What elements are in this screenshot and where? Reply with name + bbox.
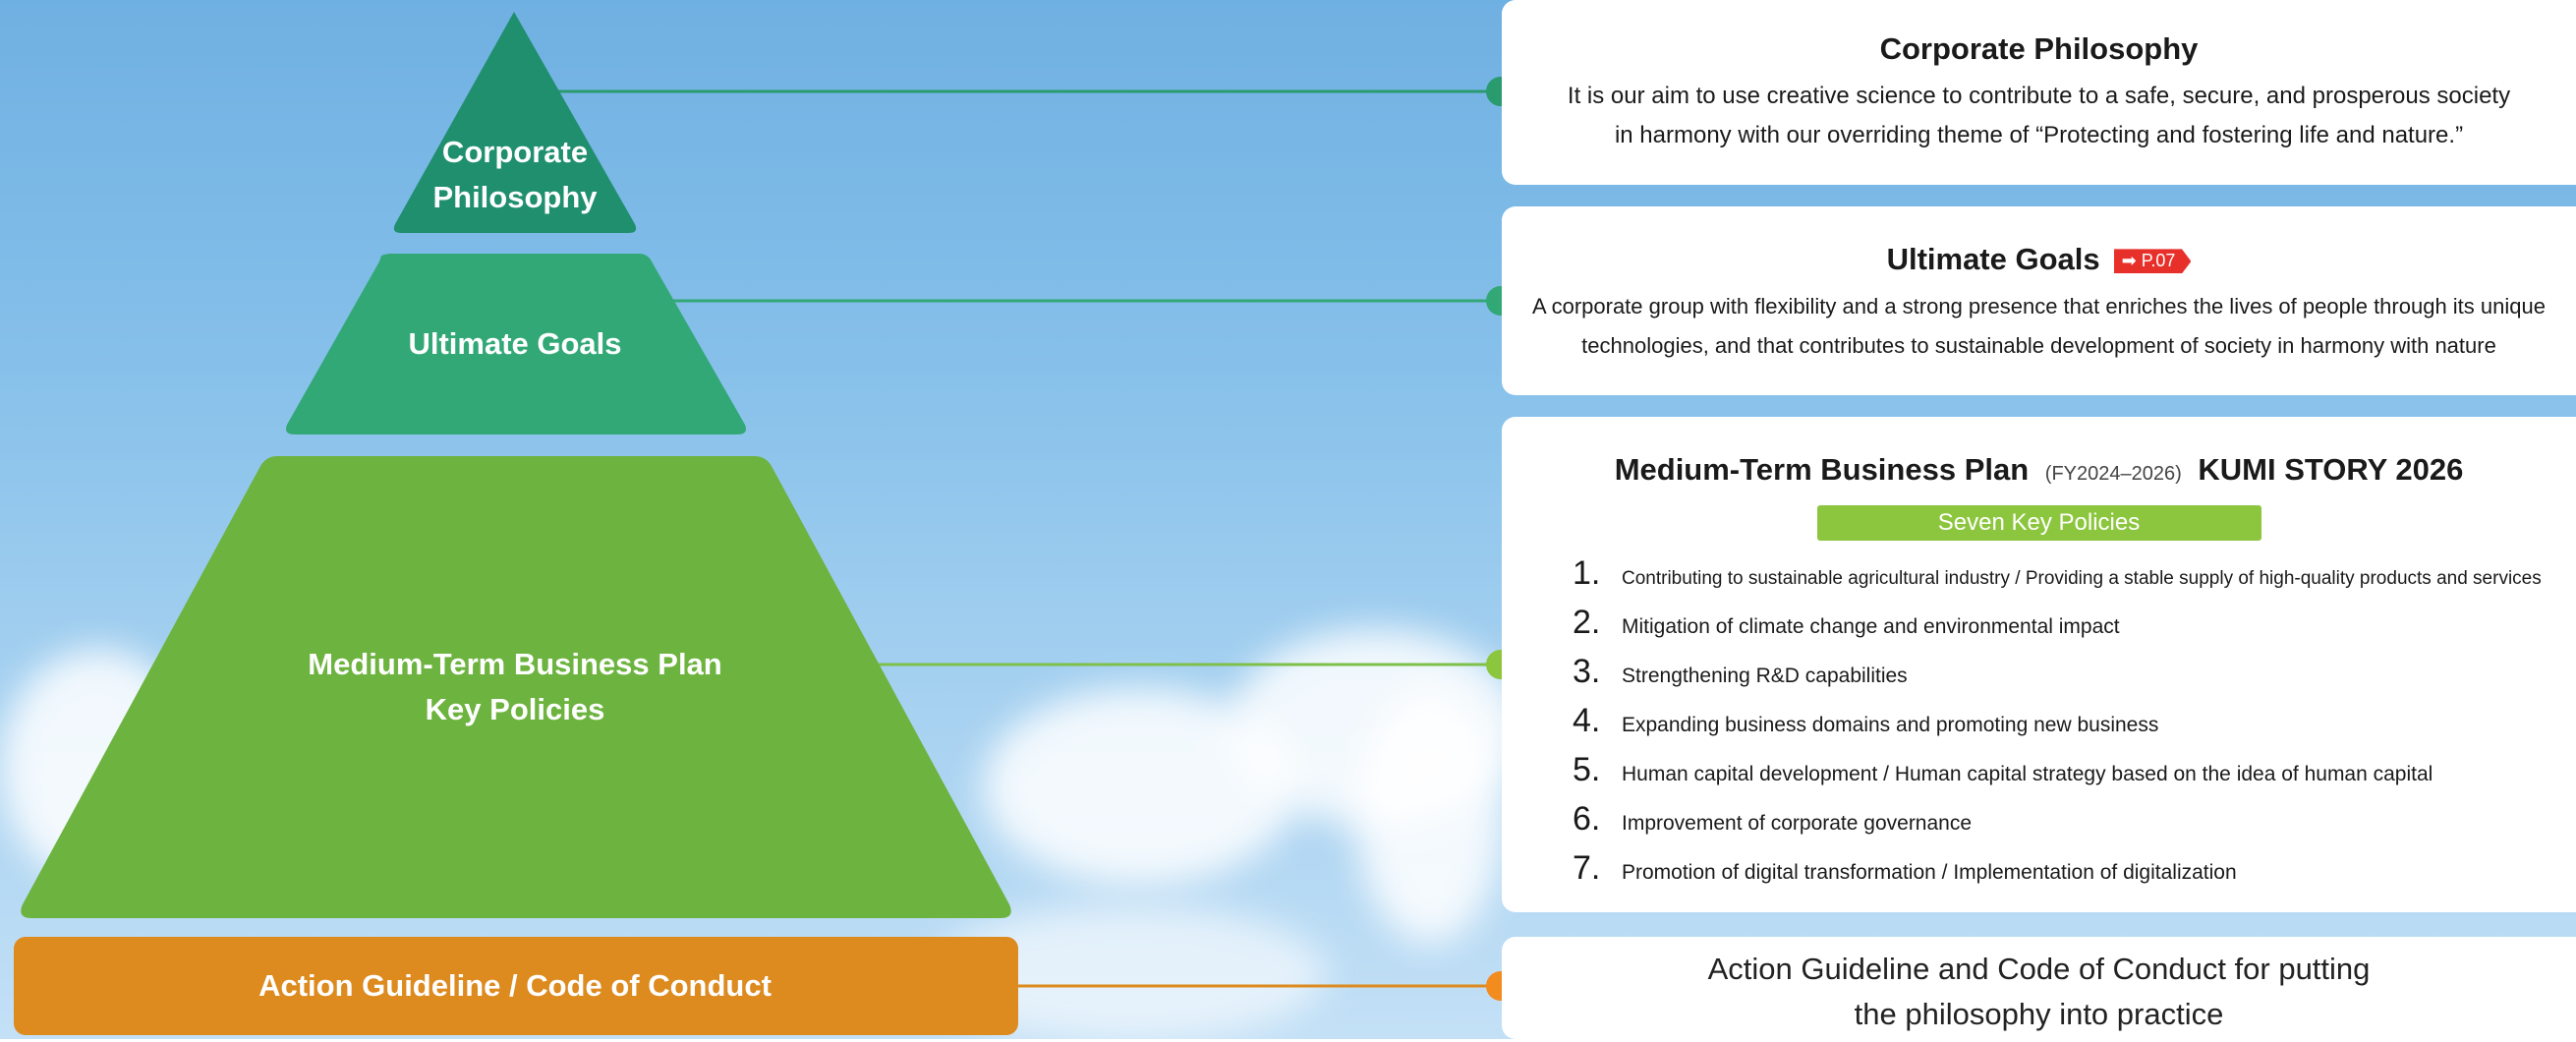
philosophy-text-line2: in harmony with our overriding theme of …	[1614, 122, 2464, 148]
policy-text: Human capital development / Human capita…	[1622, 763, 2433, 785]
policy-item: 4. Expanding business domains and promoti…	[1573, 702, 2158, 740]
pyramid-label-goals: Ultimate Goals	[408, 326, 622, 361]
policy-number: 1.	[1573, 554, 1601, 592]
policy-item: 7. Promotion of digital transformation / …	[1573, 849, 2237, 888]
pyramid-label-philosophy-line1: Corporate	[441, 135, 589, 169]
policy-number: 5.	[1573, 751, 1601, 788]
goals-text: A corporate group with flexibility and a…	[1502, 287, 2576, 366]
philosophy-text-line1: It is our aim to use creative science to…	[1567, 83, 2511, 109]
goals-text-line2: technologies, and that contributes to su…	[1581, 333, 2496, 358]
cloud	[1356, 688, 1504, 944]
plan-title: Medium-Term Business Plan	[1614, 452, 2030, 487]
pyramid-base-action	[14, 937, 1018, 1035]
page-ref-badge[interactable]: ➡ P.07	[2113, 249, 2192, 274]
plan-name: KUMI STORY 2026	[2198, 452, 2464, 487]
policy-number: 6.	[1573, 800, 1601, 838]
pyramid-label-plan: Medium-Term Business Plan Key Policies	[308, 642, 721, 732]
action-text: Action Guideline and Code of Conduct for…	[1502, 947, 2576, 1037]
philosophy-text: It is our aim to use creative science to…	[1502, 77, 2576, 155]
pyramid-layer-goals	[286, 254, 746, 434]
philosophy-title: Corporate Philosophy	[1879, 31, 2199, 66]
plan-title-row: Medium-Term Business Plan (FY2024–2026) …	[1502, 452, 2576, 488]
policy-number: 7.	[1573, 849, 1601, 887]
policy-number: 4.	[1573, 702, 1601, 739]
policy-item: 6. Improvement of corporate governance	[1573, 800, 1972, 839]
pyramid-label-plan-line2: Key Policies	[425, 692, 605, 726]
pyramid-label-philosophy: Corporate Philosophy	[432, 130, 597, 220]
cloud	[983, 688, 1297, 885]
policy-item: 1. Contributing to sustainable agricultur…	[1573, 554, 2542, 593]
policy-item: 3. Strengthening R&D capabilities	[1573, 653, 1908, 691]
policy-number: 2.	[1573, 604, 1601, 641]
pyramid-top-philosophy	[393, 12, 637, 233]
policy-text: Strengthening R&D capabilities	[1622, 665, 1908, 687]
pyramid-label-plan-line1: Medium-Term Business Plan	[308, 647, 722, 681]
policy-item: 2. Mitigation of climate change and envir…	[1573, 604, 2120, 642]
policy-text: Expanding business domains and promoting…	[1622, 714, 2159, 736]
plan-period: (FY2024–2026)	[2044, 463, 2182, 485]
pyramid-label-action: Action Guideline / Code of Conduct	[258, 968, 772, 1003]
policy-text: Contributing to sustainable agricultural…	[1622, 568, 2542, 589]
action-text-line2: the philosophy into practice	[1854, 997, 2224, 1031]
policy-text: Improvement of corporate governance	[1622, 812, 1973, 835]
philosophy-box: Corporate Philosophy It is our aim to us…	[1502, 0, 2576, 185]
seven-key-policies-badge: Seven Key Policies	[1816, 505, 2261, 541]
pyramid-layer-plan	[21, 456, 1011, 918]
goals-title-row: Ultimate Goals ➡ P.07	[1502, 242, 2576, 277]
policy-number: 3.	[1573, 653, 1601, 690]
plan-box: Medium-Term Business Plan (FY2024–2026) …	[1502, 417, 2576, 912]
policy-text: Promotion of digital transformation / Im…	[1622, 861, 2237, 884]
action-text-line1: Action Guideline and Code of Conduct for…	[1707, 952, 2371, 986]
goals-box: Ultimate Goals ➡ P.07 A corporate group w…	[1502, 206, 2576, 395]
policy-item: 5. Human capital development / Human capi…	[1573, 751, 2433, 789]
pyramid-label-philosophy-line2: Philosophy	[432, 180, 598, 214]
policy-text: Mitigation of climate change and environ…	[1622, 615, 2120, 638]
action-box: Action Guideline and Code of Conduct for…	[1502, 937, 2576, 1039]
goals-text-line1: A corporate group with flexibility and a…	[1532, 294, 2546, 318]
goals-title: Ultimate Goals	[1886, 242, 2100, 276]
